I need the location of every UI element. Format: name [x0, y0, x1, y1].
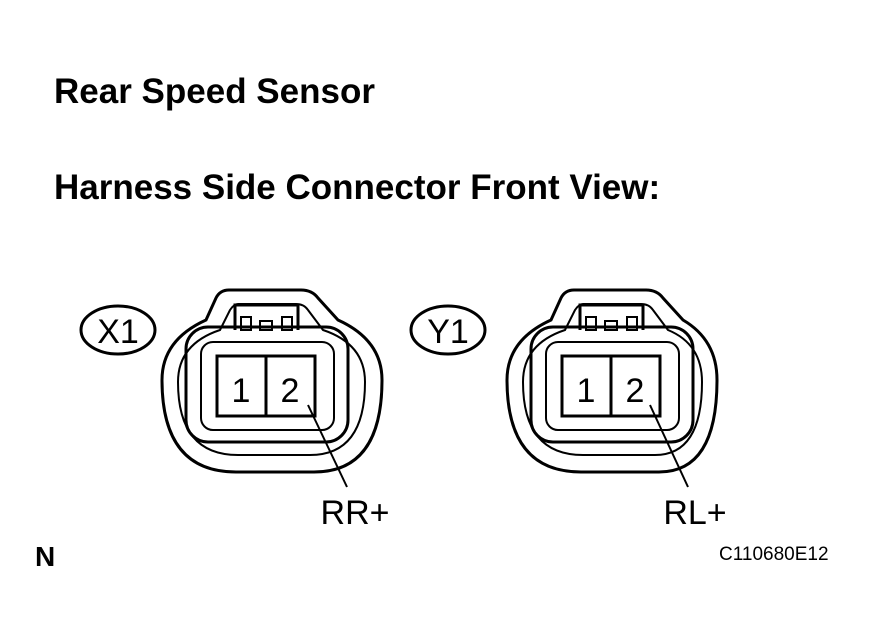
connector-y1-outer-shell: [505, 288, 719, 474]
connector-y1-pin-1: 1: [577, 372, 596, 410]
connector-y1-latch-notch-3: [626, 316, 638, 331]
connector-y1-id-label: Y1: [427, 313, 469, 351]
connector-x1-pin-1: 1: [232, 372, 251, 410]
connector-y1-pin-2: 2: [626, 372, 645, 410]
diagram-subtitle: Harness Side Connector Front View:: [54, 168, 661, 207]
connector-x1-inner-shell: [176, 303, 367, 456]
connector-x1-leader-line: [307, 404, 348, 488]
corner-mark: N: [35, 541, 56, 572]
connector-x1-id-ellipse: [79, 304, 157, 356]
connector-x1-latch: [233, 303, 300, 330]
connector-x1-id-label: X1: [97, 313, 139, 351]
connector-y1-latch-notch-2: [604, 320, 618, 331]
diagram-title: Rear Speed Sensor: [54, 72, 375, 111]
connector-x1-cavity: [184, 325, 350, 444]
connector-x1-latch-notch-3: [281, 316, 293, 331]
connector-y1-latch-notch-1: [585, 316, 597, 331]
connector-x1-cavity-inner: [200, 341, 335, 431]
connector-y1-id-ellipse: [409, 304, 487, 356]
connector-x1-outer-shell: [160, 288, 384, 474]
connector-x1-latch-notch-1: [240, 316, 252, 331]
connector-y1-leader-line: [649, 404, 689, 488]
connector-y1: Y1 1 2 RL+: [409, 288, 727, 532]
connector-y1-cavity: [529, 325, 695, 444]
connector-y1-latch: [578, 303, 645, 330]
connector-x1-latch-notch-2: [259, 320, 273, 331]
connector-y1-signal-label: RL+: [663, 494, 726, 532]
connector-x1-pin-2: 2: [281, 372, 300, 410]
figure-code: C110680E12: [719, 544, 829, 565]
connector-y1-cavity-inner: [545, 341, 680, 431]
connector-x1: X1 1 2 RR+: [79, 288, 390, 532]
connector-y1-inner-shell: [521, 303, 704, 456]
connector-x1-signal-label: RR+: [321, 494, 390, 532]
